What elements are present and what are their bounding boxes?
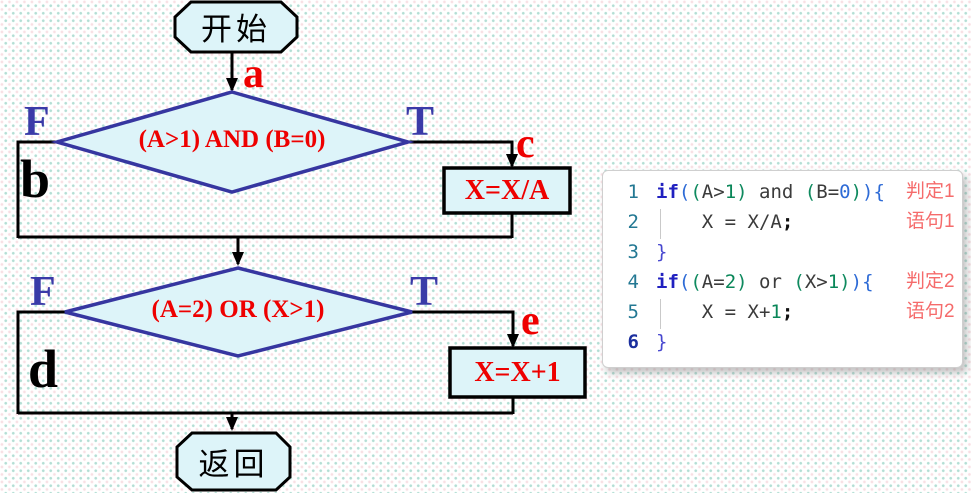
code-line: 5 X = X+1; 语句2: [603, 297, 962, 329]
line-number: 3: [627, 241, 639, 263]
code-line: 1 if((A>1) and (B=0)){ 判定1: [603, 177, 962, 207]
flowchart-shapes: [16, 0, 587, 492]
edge-label-e: e: [521, 298, 540, 344]
indent-guide: [660, 299, 661, 329]
code-annotation: 语句2: [906, 301, 955, 322]
decision1-true-label: T: [406, 99, 435, 145]
line-number: 2: [627, 211, 639, 233]
decision2-condition: (A=2) OR (X>1): [151, 296, 325, 323]
edge-label-a: a: [243, 51, 264, 97]
line-number: 4: [627, 271, 639, 293]
code-text: X = X/A;: [656, 211, 794, 233]
edge-label-d: d: [28, 339, 59, 399]
start-node-label: 开始: [201, 11, 271, 47]
code-text: if((A>1) and (B=0)){: [656, 181, 885, 203]
decision1-diamond-shape: [50, 90, 415, 194]
line-number: 5: [627, 301, 639, 323]
code-text: }: [656, 241, 668, 263]
start-terminator-shape: [173, 0, 299, 54]
edge-label-b: b: [20, 149, 51, 209]
edge-false2-bypass: [16, 310, 65, 414]
process1-box-shape: [442, 166, 572, 215]
code-text: }: [656, 331, 668, 353]
code-annotation: 语句1: [906, 211, 955, 232]
code-text: if((A=2) or (X>1)){: [656, 271, 874, 293]
line-number: 6: [627, 331, 639, 353]
code-text: X = X+1;: [656, 301, 794, 323]
decision2-false-label: F: [30, 269, 56, 315]
edge-false1-bypass: [16, 140, 57, 238]
code-line: 2 X = X/A; 语句1: [603, 207, 962, 239]
code-line: 3}: [603, 237, 962, 267]
decision1-false-label: F: [24, 99, 50, 145]
decision2-true-label: T: [410, 269, 439, 315]
decision2-diamond-shape: [64, 266, 413, 358]
edge-true1-to-process1: [408, 140, 518, 168]
edge-true2-to-process2: [412, 310, 519, 348]
edge-label-c: c: [516, 121, 535, 167]
line-number: 1: [627, 181, 639, 203]
indent-guide: [660, 209, 661, 239]
process1-label: X=X/A: [464, 174, 550, 206]
code-annotation: 判定1: [906, 181, 955, 202]
code-line: 6}: [603, 327, 962, 357]
process2-box-shape: [448, 346, 587, 399]
code-line: 4 if((A=2) or (X>1)){ 判定2: [603, 267, 962, 297]
decision1-condition: (A>1) AND (B=0): [138, 126, 326, 153]
return-terminator-shape: [175, 431, 292, 492]
code-annotation: 判定2: [906, 271, 955, 292]
process2-label: X=X+1: [474, 356, 561, 388]
flowchart: 开始 a F T (A>1) AND (B=0) b c X=X/A F T (…: [16, 0, 587, 492]
return-node-label: 返回: [198, 447, 269, 482]
